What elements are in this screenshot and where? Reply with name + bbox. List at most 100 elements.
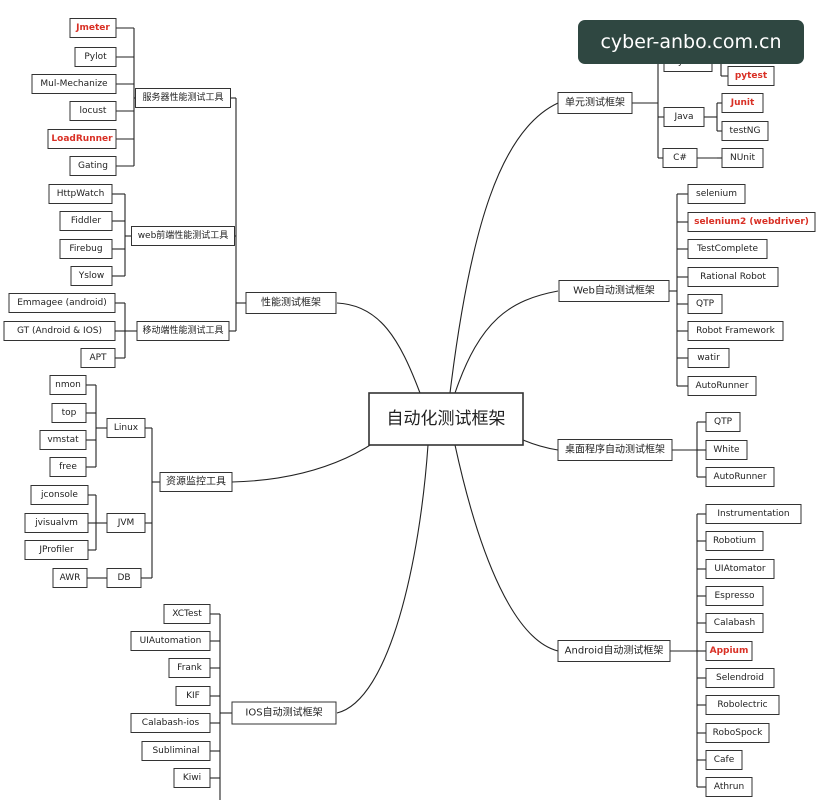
node-label: jvisualvm [34,518,78,528]
node-label: Calabash [714,618,755,628]
tool-node: Subliminal [141,741,211,761]
tool-node: top [51,403,87,423]
tool-node: Robot Framework [687,321,784,341]
node-label: Linux [114,423,139,433]
node-label: APT [89,353,107,363]
tool-node: Fiddler [59,211,113,231]
node-label: AutoRunner [695,381,748,391]
node-label: KIF [186,691,200,701]
node-label: selenium2 (webdriver) [694,217,809,227]
node-box [59,211,113,231]
connector-line [454,290,559,394]
node-box [168,658,211,678]
node-box [705,440,748,460]
tool-node: RoboSpock [705,723,770,743]
node-box [39,430,87,450]
node-label: Junit [730,98,755,108]
node-box [159,472,233,492]
tool-node: Mul-Mechanize [31,74,117,94]
tool-node: AWR [52,568,88,588]
tool-node: Robolectric [705,695,780,715]
node-label: Calabash-ios [142,718,200,728]
mind-map-nodes: 自动化测试框架性能测试框架服务器性能测试工具JmeterPylotMul-Mec… [3,18,816,797]
node-box [705,559,775,579]
node-box [163,604,211,624]
language-category: Java [663,107,705,127]
tool-node: TestComplete [687,239,768,259]
node-box [368,392,524,446]
tool-node: jconsole [30,485,89,505]
node-box [705,723,770,743]
node-box [106,568,142,588]
node-label: Jmeter [75,23,110,33]
node-label: White [713,445,740,455]
node-box [705,613,764,633]
unit-branch: 单元测试框架 [557,92,633,114]
node-box [687,267,779,287]
node-label: 桌面程序自动测试框架 [565,443,665,456]
web-auto-branch: Web自动测试框架 [558,280,670,302]
connector-line [336,444,429,714]
perf-category: web前端性能测试工具 [131,226,235,246]
node-box [175,686,211,706]
node-label: AWR [60,573,81,583]
node-label: Selendroid [716,673,764,683]
node-label: 服务器性能测试工具 [142,91,223,103]
node-label: Web自动测试框架 [573,284,655,297]
node-label: Emmagee (android) [17,298,107,308]
node-box [52,568,88,588]
node-label: Firebug [69,244,102,254]
node-box [69,101,117,121]
node-box [557,640,671,662]
tool-node: UIAutomation [130,631,211,651]
resource-category: DB [106,568,142,588]
node-label: JVM [117,518,135,528]
node-label: Mul-Mechanize [40,79,108,89]
node-label: Gating [78,161,108,171]
node-label: vmstat [47,435,79,445]
node-box [231,701,337,725]
node-label: DB [117,573,130,583]
tool-node: Instrumentation [705,504,802,524]
node-box [705,504,802,524]
node-box [687,294,723,314]
tool-node: selenium2 (webdriver) [687,212,816,232]
tool-node: nmon [49,375,87,395]
node-label: Kiwi [183,773,201,783]
android-branch: Android自动测试框架 [557,640,671,662]
node-box [130,713,211,733]
tool-node: Calabash-ios [130,713,211,733]
node-box [705,668,775,688]
node-box [30,485,89,505]
node-label: jconsole [40,490,78,500]
node-box [721,121,769,141]
node-label: UIAutomation [140,636,202,646]
node-label: Frank [177,663,202,673]
node-box [687,348,730,368]
node-box [705,467,775,487]
node-box [74,47,117,67]
node-box [59,239,113,259]
node-label: Fiddler [71,216,101,226]
language-category: C# [662,148,698,168]
node-box [727,66,775,86]
node-box [130,631,211,651]
tool-node: Junit [721,93,764,113]
tool-node: free [49,457,87,477]
node-box [687,239,768,259]
node-box [663,107,705,127]
tool-node: Jmeter [69,18,117,38]
node-label: Instrumentation [717,509,789,519]
tool-node: Cafe [705,750,743,770]
node-box [705,750,743,770]
node-box [173,768,211,788]
node-label: AutoRunner [713,472,766,482]
node-label: 单元测试框架 [565,96,625,109]
tool-node: Emmagee (android) [8,293,116,313]
node-label: web前端性能测试工具 [138,229,229,241]
node-box [141,741,211,761]
node-label: Robotium [713,536,756,546]
node-label: HttpWatch [57,189,105,199]
tool-node: QTP [687,294,723,314]
